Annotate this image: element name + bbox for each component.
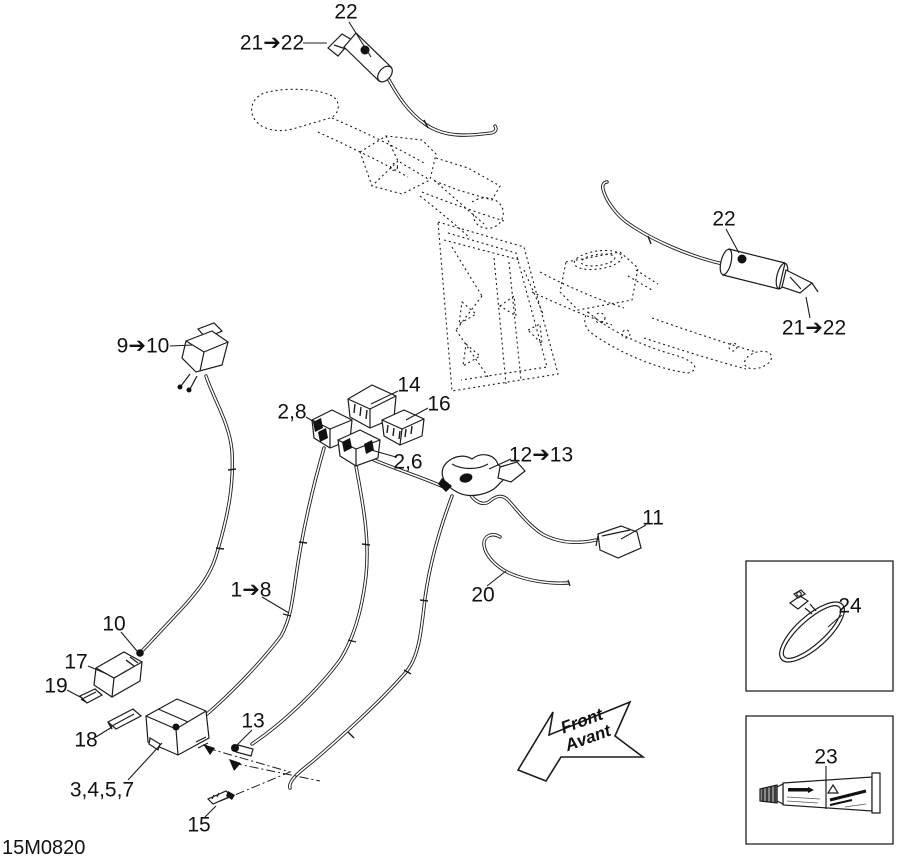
callout-2-8: 2,8 xyxy=(277,400,307,424)
callout-20: 20 xyxy=(471,583,495,607)
left-switch-housing-phantom xyxy=(360,136,504,228)
wire-end-sleeve-13 xyxy=(231,744,253,756)
callout-11: 11 xyxy=(642,506,664,530)
callout-leaders xyxy=(67,22,842,817)
callout-16: 16 xyxy=(427,392,451,416)
brake-master-cylinder-phantom xyxy=(560,248,695,373)
clip-18 xyxy=(108,709,141,729)
callout-14: 14 xyxy=(397,373,421,397)
callout-15: 15 xyxy=(187,813,211,837)
callout-9-10: 9➔10 xyxy=(116,334,170,358)
hose-20 xyxy=(484,535,570,586)
callout-22-top: 22 xyxy=(334,0,358,24)
assembly-dashdot-lines xyxy=(203,744,320,802)
reference-box-23 xyxy=(746,716,893,844)
handlebar-phantom xyxy=(252,89,774,372)
callout-24: 24 xyxy=(838,594,862,618)
connector-3457 xyxy=(146,699,209,755)
connector-16 xyxy=(382,410,424,445)
callout-12-13: 12➔13 xyxy=(508,443,574,467)
throttle-lever xyxy=(438,455,525,496)
clamp-24 xyxy=(771,590,853,671)
grip-heater-left xyxy=(328,33,496,135)
callout-3-4-5-7: 3,4,5,7 xyxy=(69,778,135,802)
drawing-code: 15M0820 xyxy=(2,837,86,859)
callout-19: 19 xyxy=(44,674,68,698)
callout-17: 17 xyxy=(64,650,88,674)
callout-22-right: 22 xyxy=(712,207,736,231)
reference-box-24 xyxy=(746,561,893,691)
callout-23: 23 xyxy=(814,745,838,769)
callout-18: 18 xyxy=(74,728,98,752)
connector-11 xyxy=(596,526,641,558)
callout-2-6: 2,6 xyxy=(393,450,423,474)
screw-15 xyxy=(208,791,235,804)
front-direction-arrow xyxy=(518,702,643,781)
callout-10: 10 xyxy=(102,612,126,636)
grease-tube-23 xyxy=(760,773,880,813)
riser-gusset-phantom xyxy=(438,222,558,391)
wire-end-dot-10 xyxy=(136,649,144,657)
callout-13: 13 xyxy=(241,709,265,733)
callout-21-22-right: 21➔22 xyxy=(781,316,847,340)
callout-1-8: 1➔8 xyxy=(230,578,272,602)
switch-assembly xyxy=(177,323,229,393)
connector-17 xyxy=(94,652,142,697)
callout-21-22-left: 21➔22 xyxy=(239,31,305,55)
clip-19 xyxy=(80,689,102,703)
grip-heater-right xyxy=(603,182,818,293)
